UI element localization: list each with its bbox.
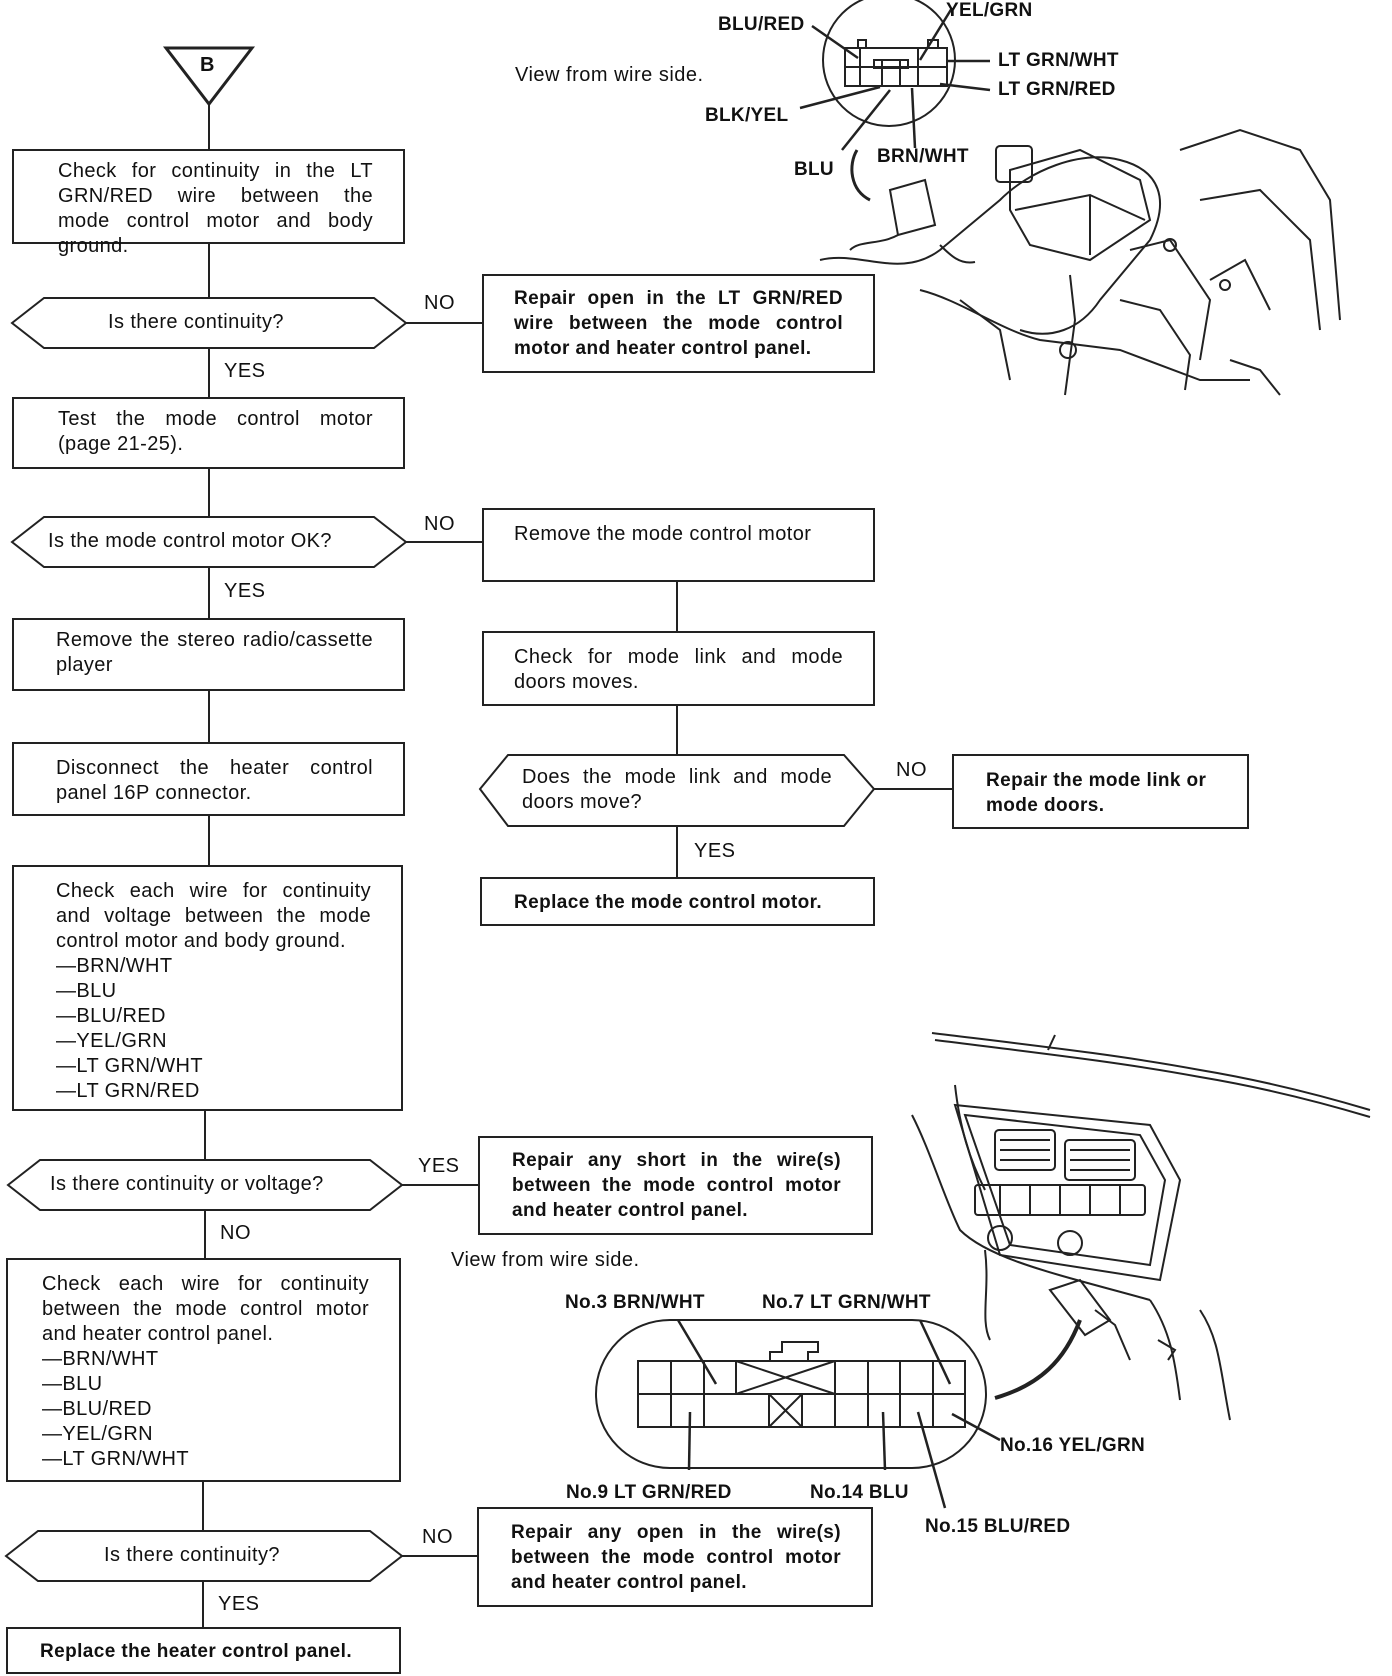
step-check-lt-grn-red: Check for continuity in the LT GRN/RED w… [12,149,405,257]
panel-connector-illustration [595,1319,1082,1469]
step-repair-open-lt-grn-red: Repair open in the LT GRN/RED wire betwe… [482,274,875,373]
wire-label-yel-grn: YEL/GRN [946,0,1033,21]
step-repair-link: Repair the mode link or mode doors. [952,754,1249,829]
step-repair-any-open-text: Repair any open in the wire(s) between t… [511,1522,841,1593]
wire-item: —YEL/GRN [56,1030,168,1052]
pin-label-no9: No.9 LT GRN/RED [566,1482,732,1503]
wire-item: —YEL/GRN [42,1423,154,1445]
dashboard-sketch [911,1032,1371,1421]
wire-label-blk-yel: BLK/YEL [705,105,789,126]
step-repair-short-text: Repair any short in the wire(s) between … [512,1150,841,1221]
pin-label-no16: No.16 YEL/GRN [1000,1435,1146,1456]
wire-item: —BLU [56,980,117,1002]
wire-label-lt-grn-wht: LT GRN/WHT [998,50,1119,71]
wire-item: —BRN/WHT [42,1348,159,1370]
panel-view-note: View from wire side. [451,1249,640,1271]
step-remove-motor: Remove the mode control motor [482,508,875,582]
decision-link-move-text: Does the mode link and mode doors move? [522,765,832,815]
step-check-link: Check for mode link and mode doors moves… [482,631,875,706]
wire-item: —BLU [42,1373,103,1395]
decision-cont-voltage-text: Is there continuity or voltage? [50,1173,324,1195]
step-remove-motor-text: Remove the mode control motor [514,523,812,545]
mode-control-motor-sketch [819,128,1341,396]
step-check-link-text: Check for mode link and mode doors moves… [514,646,843,693]
pin-label-no7: No.7 LT GRN/WHT [762,1292,931,1313]
decision-motor-ok-text: Is the mode control motor OK? [48,530,332,552]
step-check-each-panel-intro: Check each wire for continuity between t… [42,1273,369,1345]
step-replace-panel: Replace the heater control panel. [6,1627,401,1674]
wire-item: —BLU/RED [42,1398,152,1420]
step-remove-stereo: Remove the stereo radio/cassette player [12,618,405,691]
motor-connector-leaders [799,7,991,151]
answer-yes-5: YES [694,840,736,862]
step-disconnect-16p-text: Disconnect the heater control panel 16P … [56,757,373,804]
step-repair-short: Repair any short in the wire(s) between … [478,1136,873,1235]
wire-label-lt-grn-red: LT GRN/RED [998,79,1116,100]
step-repair-any-open: Repair any open in the wire(s) between t… [477,1507,873,1607]
answer-no-2: NO [424,513,455,535]
step-replace-motor: Replace the mode control motor. [480,877,875,926]
motor-view-note: View from wire side. [515,64,704,86]
pin-label-no3: No.3 BRN/WHT [565,1292,705,1313]
wire-item: —LT GRN/WHT [42,1448,189,1470]
step-repair-open-lt-grn-red-text: Repair open in the LT GRN/RED wire betwe… [514,288,843,359]
start-marker-triangle [162,46,256,107]
pin-label-no15: No.15 BLU/RED [925,1516,1071,1537]
wire-item: —BRN/WHT [56,955,173,977]
wire-label-blu-red: BLU/RED [718,14,805,35]
step-check-each-voltage: Check each wire for continuity and volta… [12,865,403,1111]
wire-item: —LT GRN/RED [56,1080,200,1102]
answer-yes-4: YES [218,1593,260,1615]
answer-no-1: NO [424,292,455,314]
step-remove-stereo-text: Remove the stereo radio/cassette player [56,629,373,676]
answer-no-4: NO [422,1526,453,1548]
wire-label-blu: BLU [794,159,834,180]
answer-yes-1: YES [224,360,266,382]
answer-no-3: NO [220,1222,251,1244]
answer-yes-3: YES [418,1155,460,1177]
answer-no-5: NO [896,759,927,781]
wire-item: —LT GRN/WHT [56,1055,203,1077]
start-marker-label: B [200,54,215,76]
decision-link-move-label: Does the mode link and mode doors move? [522,766,832,813]
step-replace-motor-text: Replace the mode control motor. [514,892,823,913]
step-repair-link-text: Repair the mode link or mode doors. [986,770,1207,816]
answer-yes-2: YES [224,580,266,602]
step-disconnect-16p: Disconnect the heater control panel 16P … [12,742,405,816]
motor-connector-illustration [822,0,956,202]
decision-continuity-2-text: Is there continuity? [104,1544,280,1566]
pin-label-no14: No.14 BLU [810,1482,909,1503]
wire-label-brn-wht: BRN/WHT [877,146,969,167]
step-check-each-voltage-intro: Check each wire for continuity and volta… [56,880,371,952]
step-check-each-panel: Check each wire for continuity between t… [6,1258,401,1482]
step-check-lt-grn-red-text: Check for continuity in the LT GRN/RED w… [58,160,373,257]
wire-item: —BLU/RED [56,1005,166,1027]
step-test-motor: Test the mode control motor (page 21-25)… [12,397,405,469]
step-test-motor-text: Test the mode control motor (page 21-25)… [58,408,373,455]
decision-continuity-1-text: Is there continuity? [108,311,284,333]
panel-connector-leaders [676,1319,1001,1509]
step-replace-panel-text: Replace the heater control panel. [40,1641,353,1662]
